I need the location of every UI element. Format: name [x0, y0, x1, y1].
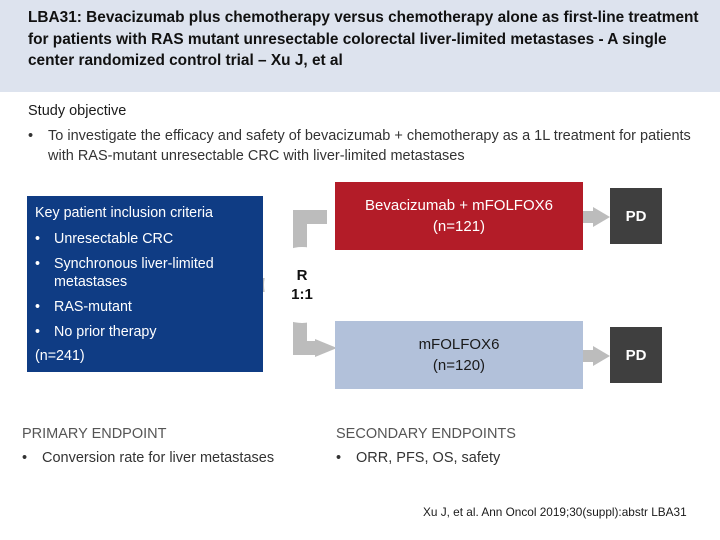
inclusion-item: • No prior therapy	[35, 324, 157, 342]
outcome-pd-box: PD	[610, 327, 662, 383]
inclusion-heading: Key patient inclusion criteria	[35, 205, 214, 221]
bullet-marker: •	[35, 324, 41, 340]
arm-bevacizumab-mfolfox6: Bevacizumab + mFOLFOX6 (n=121)	[335, 182, 583, 250]
arrow-to-pd-b-icon	[593, 346, 610, 366]
inclusion-item: • Synchronous liver-limited metastases	[35, 256, 255, 291]
citation: Xu J, et al. Ann Oncol 2019;30(suppl):ab…	[423, 505, 687, 519]
inclusion-item: • Unresectable CRC	[35, 231, 173, 249]
bullet-marker: •	[35, 256, 41, 272]
objective-heading: Study objective	[28, 103, 127, 119]
secondary-endpoints-heading: SECONDARY ENDPOINTS	[336, 426, 516, 442]
bullet-marker: •	[28, 128, 34, 144]
bullet-marker: •	[35, 299, 41, 315]
connector-to-arm-a	[293, 210, 327, 224]
arm-treatment-label: mFOLFOX6	[418, 336, 500, 353]
arm-mfolfox6: mFOLFOX6 (n=120)	[335, 321, 583, 389]
objective-bullet: • To investigate the efficacy and safety…	[28, 126, 708, 166]
inclusion-item-text: No prior therapy	[54, 324, 157, 340]
randomization-label: R	[296, 267, 308, 284]
inclusion-criteria-box: Key patient inclusion criteria • Unresec…	[27, 196, 263, 372]
inclusion-sample-size: (n=241)	[35, 348, 85, 364]
arrow-to-arm-b-icon	[315, 339, 337, 357]
connector-arm-a-to-pd	[583, 211, 595, 223]
randomization-ratio: 1:1	[291, 286, 313, 303]
inclusion-item-text: Unresectable CRC	[54, 231, 174, 247]
slide-title: LBA31: Bevacizumab plus chemotherapy ver…	[28, 9, 699, 69]
outcome-pd-box: PD	[610, 188, 662, 244]
title-banner: LBA31: Bevacizumab plus chemotherapy ver…	[0, 0, 720, 92]
arm-sample-size: (n=121)	[432, 218, 486, 235]
bullet-marker: •	[22, 450, 28, 466]
primary-endpoint-heading: PRIMARY ENDPOINT	[22, 426, 167, 442]
secondary-endpoints-text: ORR, PFS, OS, safety	[356, 450, 501, 466]
primary-endpoint-item: • Conversion rate for liver metastases	[22, 450, 274, 466]
primary-endpoint-text: Conversion rate for liver metastases	[42, 450, 275, 466]
connector-to-arm-b	[293, 341, 317, 355]
inclusion-item-text: RAS-mutant	[54, 299, 132, 315]
arrow-to-pd-a-icon	[593, 207, 610, 227]
randomization-circle: R 1:1	[264, 247, 340, 323]
secondary-endpoints-item: • ORR, PFS, OS, safety	[336, 450, 500, 466]
inclusion-item: • RAS-mutant	[35, 299, 132, 317]
connector-arm-b-to-pd	[583, 350, 595, 362]
arm-sample-size: (n=120)	[432, 357, 486, 374]
inclusion-item-text: Synchronous liver-limited metastases	[54, 256, 214, 290]
objective-text: To investigate the efficacy and safety o…	[48, 128, 691, 164]
bullet-marker: •	[35, 231, 41, 247]
bullet-marker: •	[336, 450, 342, 466]
arm-treatment-label: Bevacizumab + mFOLFOX6	[365, 197, 553, 214]
